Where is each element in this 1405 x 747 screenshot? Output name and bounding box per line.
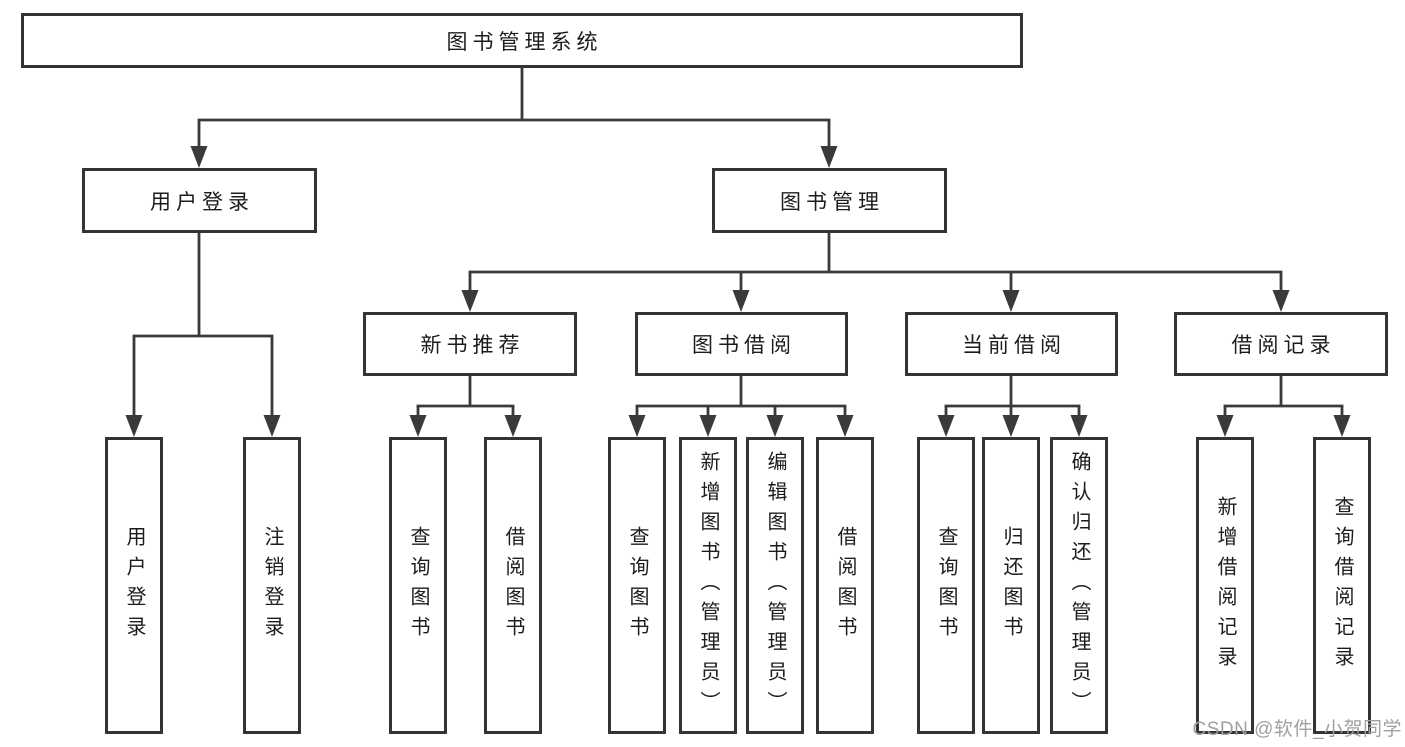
leaf-confirm-return-admin: 确认归还（管理员） bbox=[1050, 437, 1108, 734]
leaf-borrow-books-recommend: 借阅图书 bbox=[484, 437, 542, 734]
node-book-management: 图书管理 bbox=[712, 168, 947, 233]
connector-current-borrowing-branch bbox=[937, 376, 1088, 437]
watermark: CSDN @软件_小贺同学 bbox=[1192, 719, 1402, 740]
connector-borrowing-records-branch bbox=[1216, 376, 1351, 437]
node-root: 图书管理系统 bbox=[21, 13, 1023, 68]
leaf-query-borrow-record: 查询借阅记录 bbox=[1313, 437, 1371, 734]
node-book-borrowing: 图书借阅 bbox=[635, 312, 848, 376]
connector-user-login-branch bbox=[125, 233, 281, 437]
leaf-logout: 注销登录 bbox=[243, 437, 301, 734]
connector-book-management-branch bbox=[461, 233, 1290, 312]
node-new-book-recommend: 新书推荐 bbox=[363, 312, 577, 376]
leaf-add-book-admin: 新增图书（管理员） bbox=[679, 437, 737, 734]
node-user-login: 用户登录 bbox=[82, 168, 317, 233]
connector-new-book-recommend-branch bbox=[409, 376, 522, 437]
leaf-query-books-current: 查询图书 bbox=[917, 437, 975, 734]
leaf-user-login: 用户登录 bbox=[105, 437, 163, 734]
leaf-edit-book-admin: 编辑图书（管理员） bbox=[746, 437, 804, 734]
connector-book-borrowing-branch bbox=[628, 376, 854, 437]
node-current-borrowing: 当前借阅 bbox=[905, 312, 1118, 376]
leaf-add-borrow-record: 新增借阅记录 bbox=[1196, 437, 1254, 734]
leaf-return-book: 归还图书 bbox=[982, 437, 1040, 734]
leaf-query-books-borrowing: 查询图书 bbox=[608, 437, 666, 734]
leaf-borrow-books-borrowing: 借阅图书 bbox=[816, 437, 874, 734]
connector-root-branch bbox=[190, 68, 838, 168]
node-borrowing-records: 借阅记录 bbox=[1174, 312, 1388, 376]
leaf-query-books-recommend: 查询图书 bbox=[389, 437, 447, 734]
